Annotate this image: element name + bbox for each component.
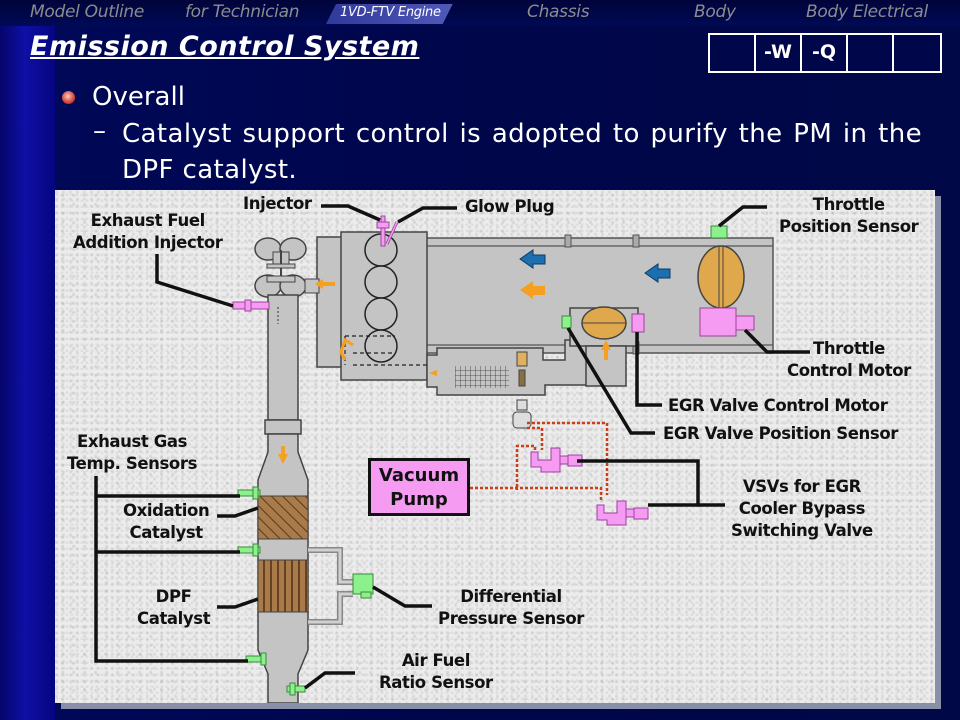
label-egr-valve-control-motor: EGR Valve Control Motor (668, 396, 888, 415)
page-title: Emission Control System (30, 31, 420, 62)
model-code-cell: -W (756, 35, 802, 71)
exhaust-gas-temp-sensor-icon (245, 652, 267, 666)
label-egr-valve-position-sensor: EGR Valve Position Sensor (663, 424, 899, 443)
bullet-subtext: Catalyst support control is adopted to p… (122, 119, 922, 185)
vsv-icon (596, 500, 649, 526)
label-exhaust-fuel-addition-injector: Exhaust Fuel Addition Injector (73, 211, 223, 252)
label-glow-plug: Glow Plug (465, 197, 555, 216)
top-navigation: Model Outline for Technician 1VD-FTV Eng… (0, 0, 960, 26)
dash-icon: – (93, 116, 106, 146)
model-code-cell (710, 35, 756, 71)
label-injector: Injector (243, 194, 312, 213)
label-vsvs-egr-cooler-bypass: VSVs for EGR Cooler Bypass Switching Val… (731, 477, 873, 540)
nav-tab-model-outline[interactable]: Model Outline (30, 2, 145, 22)
bullet-heading: Overall (92, 82, 185, 112)
glow-plug-icon (385, 221, 399, 245)
throttle-control-motor-icon (699, 307, 755, 337)
differential-pressure-sensor-icon (352, 573, 374, 595)
egr-valve-control-motor-icon (631, 313, 645, 333)
throttle-position-sensor-icon (710, 225, 728, 239)
engine-block (316, 231, 428, 381)
left-decoration (0, 0, 55, 720)
egr-flow-arrow-icon (520, 281, 545, 299)
turbocharger (254, 237, 320, 298)
diagram-shadow (935, 196, 941, 709)
nav-tab-body-electrical[interactable]: Body Electrical (806, 2, 928, 22)
intake-flow-arrow-icon (519, 249, 546, 269)
dpf-catalyst (257, 559, 309, 613)
model-code-cell (894, 35, 940, 71)
differential-pressure-piping (308, 547, 374, 625)
egr-valve (569, 306, 639, 387)
nav-tab-body[interactable]: Body (694, 2, 736, 22)
exhaust-gas-temp-sensor-icon (237, 486, 261, 500)
nav-tab-for-technician[interactable]: for Technician (185, 2, 300, 22)
air-fuel-ratio-sensor-icon (286, 682, 306, 696)
egr-valve-position-sensor-icon (561, 315, 572, 329)
intake-flow-arrow-icon (644, 263, 671, 283)
exhaust-flow-arrow-icon (315, 279, 335, 289)
label-throttle-position-sensor: Throttle Position Sensor (779, 195, 919, 236)
exhaust-gas-temp-sensor-icon (237, 543, 261, 557)
label-exhaust-gas-temp-sensors: Exhaust Gas Temp. Sensors (67, 432, 198, 473)
model-code-cell: -Q (802, 35, 848, 71)
leader-lines (94, 204, 810, 690)
diagram-shadow (61, 703, 941, 709)
label-oxidation-catalyst: Oxidation Catalyst (123, 501, 210, 542)
vsv-icon (530, 447, 583, 473)
label-differential-pressure-sensor: Differential Pressure Sensor (438, 587, 584, 628)
model-code-cell (848, 35, 894, 71)
oxidation-catalyst (257, 495, 309, 540)
vacuum-pump: Vacuum Pump (368, 458, 470, 516)
injector-icon (376, 215, 390, 247)
exhaust-flow-arrow-icon (278, 446, 288, 464)
nav-tab-1vd-ftv-engine[interactable]: 1VD-FTV Engine (326, 4, 453, 24)
system-diagram: Injector Glow Plug Exhaust Fuel Addition… (55, 190, 935, 703)
throttle-valve (697, 245, 745, 309)
nav-tab-chassis[interactable]: Chassis (527, 2, 590, 22)
egr-cooler (426, 339, 616, 429)
egr-flow-arrow-icon (339, 337, 354, 361)
egr-flow-arrow-icon (601, 340, 611, 360)
label-throttle-control-motor: Throttle Control Motor (787, 339, 911, 380)
model-code-table: -W -Q (708, 33, 942, 73)
label-dpf-catalyst: DPF Catalyst (137, 587, 211, 628)
egr-flow-arrow-icon (429, 370, 437, 376)
label-air-fuel-ratio-sensor: Air Fuel Ratio Sensor (379, 651, 493, 692)
diagram-svg (94, 204, 810, 703)
bullet-icon (62, 91, 75, 104)
